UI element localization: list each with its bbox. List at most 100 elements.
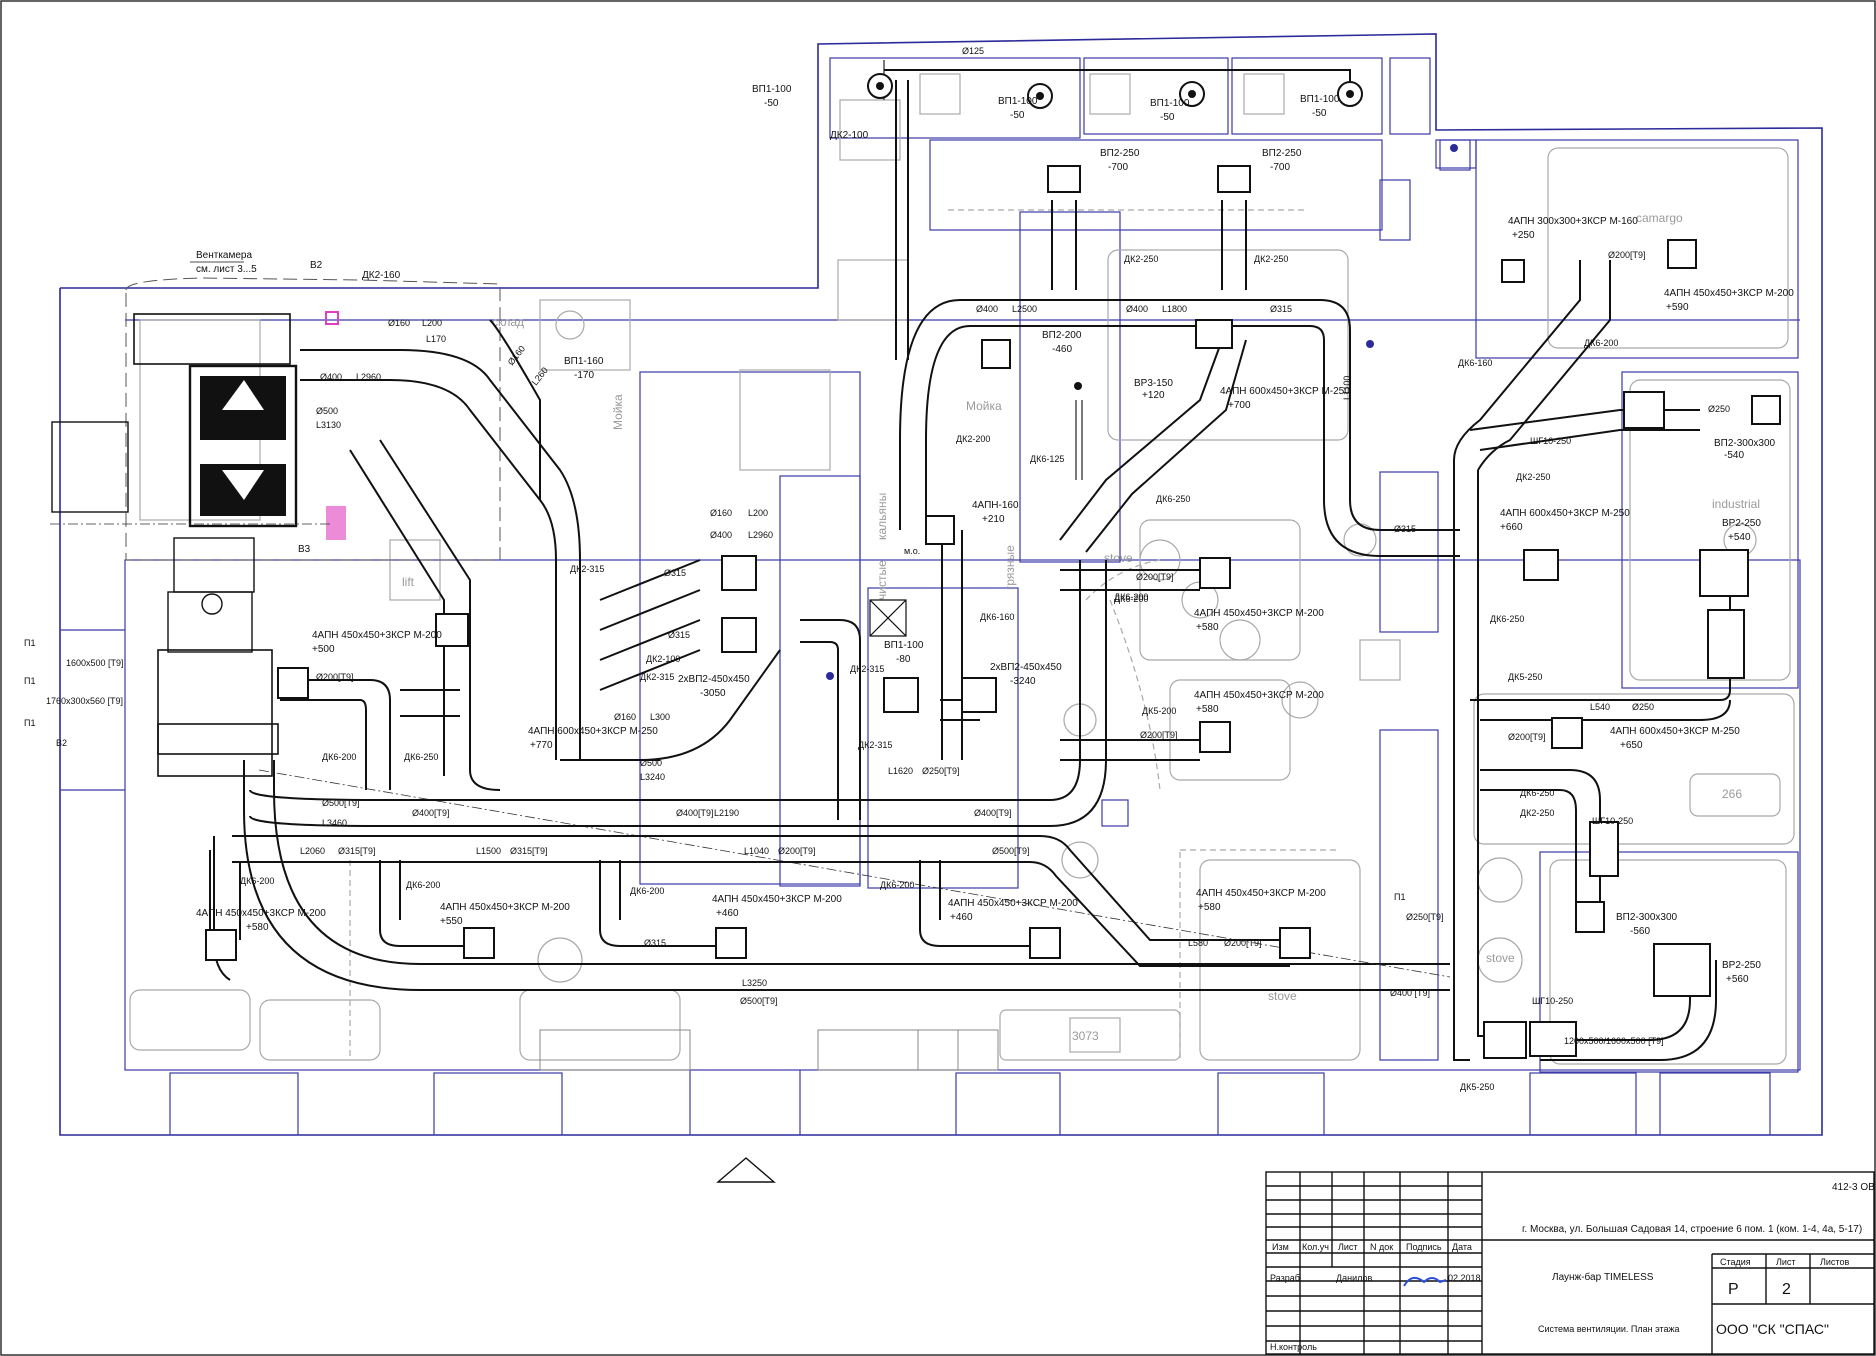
tb-header-data: Дата bbox=[1452, 1242, 1472, 1252]
duct-label: L1500 bbox=[476, 846, 501, 856]
project-name: Лаунж-бар TIMELESS bbox=[1552, 1271, 1654, 1283]
duct-label: L300 bbox=[650, 712, 670, 722]
duct-label: Ø250 bbox=[1708, 404, 1730, 414]
duct-label: ДК2-315 bbox=[570, 564, 604, 574]
equipment-value: -700 bbox=[1108, 162, 1128, 173]
equipment-value: +460 bbox=[950, 912, 973, 923]
room-label: Мойка bbox=[611, 394, 625, 430]
equipment-value: -560 bbox=[1630, 926, 1650, 937]
duct-label: ДК2-250 bbox=[1254, 254, 1288, 264]
equipment-tag: 4АПН 450х450+3КСР М-200 bbox=[948, 898, 1078, 909]
equipment-tag: ВП1-100 bbox=[998, 96, 1038, 107]
equipment-value: +460 bbox=[716, 908, 739, 919]
duct-label: ДК6-125 bbox=[1030, 454, 1064, 464]
duct-label: L580 bbox=[1188, 938, 1208, 948]
duct-label: Ø400 bbox=[320, 372, 342, 382]
duct-label: Ø500[Т9] bbox=[992, 846, 1030, 856]
duct-labels: Ø125 Ø160 L200 L170 Ø160 L260 Ø400 L2960… bbox=[24, 46, 1730, 1092]
duct-label: ДК6-250 bbox=[1490, 614, 1524, 624]
duct-label: L3240 bbox=[640, 772, 665, 782]
equipment-value: -170 bbox=[574, 370, 594, 381]
tb-date: 02.2018 bbox=[1448, 1273, 1481, 1283]
duct-label: L2960 bbox=[356, 372, 381, 382]
duct-label: В2 bbox=[56, 738, 67, 748]
equipment-value: -50 bbox=[1312, 108, 1327, 119]
room-label: грязные bbox=[1003, 545, 1017, 590]
duct-label: ДК2-315 bbox=[850, 664, 884, 674]
duct-label: Ø400 bbox=[1126, 304, 1148, 314]
duct-label: ДК6-250 bbox=[1520, 788, 1554, 798]
title-block: 412-3 ОВ г. Москва, ул. Большая Садовая … bbox=[1265, 1171, 1875, 1355]
tb-stage-label: Стадия bbox=[1720, 1257, 1751, 1267]
equipment-value: +580 bbox=[1196, 704, 1219, 715]
duct-label: Ø315[Т9] bbox=[510, 846, 548, 856]
equipment-value: -50 bbox=[1010, 110, 1025, 121]
equipment-value: +770 bbox=[530, 740, 553, 751]
duct-label: ДК2-315 bbox=[640, 672, 674, 682]
room-label: склад bbox=[492, 315, 524, 329]
duct-label: ДК6-200 bbox=[880, 880, 914, 890]
duct-label: ДК2-100 bbox=[646, 654, 680, 664]
duct-label: L2190 bbox=[714, 808, 739, 818]
tb-header-koluch: Кол.уч bbox=[1302, 1242, 1329, 1252]
duct-label: L260 bbox=[530, 365, 550, 387]
orientation-marker bbox=[716, 1157, 776, 1183]
equipment-tag: 2хВП2-450х450 bbox=[678, 674, 750, 685]
equipment-value: -700 bbox=[1270, 162, 1290, 173]
tb-dev-name: Данилов bbox=[1336, 1273, 1372, 1283]
equipment-tag: ДК2-100 bbox=[830, 130, 869, 141]
duct-label: Ø200[Т9] bbox=[1140, 730, 1178, 740]
equipment-value: +210 bbox=[982, 514, 1005, 525]
equipment-value: +120 bbox=[1142, 390, 1165, 401]
duct-label: L540 bbox=[1590, 702, 1610, 712]
duct-label: L1800 bbox=[1162, 304, 1187, 314]
duct-label: Ø315 bbox=[1270, 304, 1292, 314]
duct-label: 1200х500/1600х500 [Т9] bbox=[1564, 1036, 1664, 1046]
equipment-tag: 4АПН 600х450+3КСР М-250 bbox=[1500, 508, 1630, 519]
equipment-value: +660 bbox=[1500, 522, 1523, 533]
duct-label: Ø160 bbox=[388, 318, 410, 328]
duct-label: L200 bbox=[422, 318, 442, 328]
equipment-value: +550 bbox=[440, 916, 463, 927]
tb-stage: Р bbox=[1728, 1281, 1739, 1298]
room-label: 3073 bbox=[1072, 1029, 1099, 1043]
duct-label: L200 bbox=[748, 508, 768, 518]
equipment-tag: ВП2-200 bbox=[1042, 330, 1082, 341]
equipment-value: -540 bbox=[1724, 450, 1744, 461]
duct-label: Ø500 bbox=[640, 758, 662, 768]
tb-sheets-label: Листов bbox=[1820, 1257, 1849, 1267]
duct-label: Ø500 bbox=[316, 406, 338, 416]
equipment-tag: 4АПН 600х450+3КСР М-250 bbox=[1220, 386, 1350, 397]
equipment-tag: ВП2-250 bbox=[1262, 148, 1302, 159]
duct-label: Ø200[Т9] bbox=[1224, 938, 1262, 948]
duct-label: Ø400 [Т9] bbox=[1390, 988, 1430, 998]
tb-header-podpis: Подпись bbox=[1406, 1242, 1442, 1252]
duct-label: L3250 bbox=[742, 978, 767, 988]
duct-label: ДК2-250 bbox=[1516, 472, 1550, 482]
duct-label: ДК6-160 bbox=[980, 612, 1014, 622]
damper-tag: В3 bbox=[298, 544, 311, 555]
duct-label: Ø500[Т9] bbox=[740, 996, 778, 1006]
equipment-value: +580 bbox=[246, 922, 269, 933]
equipment-value: -50 bbox=[764, 98, 779, 109]
equipment-tag: 4АПН 450х450+3КСР М-200 bbox=[1194, 608, 1324, 619]
duct-label: ДК6-200 bbox=[406, 880, 440, 890]
duct-label: ДК6-250 bbox=[1156, 494, 1190, 504]
duct-label: Ø250[Т9] bbox=[922, 766, 960, 776]
duct-label: П1 bbox=[24, 718, 35, 728]
room-label: stove bbox=[1268, 989, 1297, 1003]
equipment-value: +580 bbox=[1198, 902, 1221, 913]
duct-label: ДК5-250 bbox=[1460, 1082, 1494, 1092]
duct-network bbox=[209, 60, 1731, 1061]
duct-label: ДК5-200 bbox=[1142, 706, 1176, 716]
address: г. Москва, ул. Большая Садовая 14, строе… bbox=[1522, 1224, 1862, 1235]
duct-label: Ø160 bbox=[710, 508, 732, 518]
drawing-title: Система вентиляции. План этажа bbox=[1538, 1324, 1680, 1334]
duct-label: L1620 bbox=[888, 766, 913, 776]
duct-label: Ø160 bbox=[614, 712, 636, 722]
damper-tag: В2 bbox=[310, 260, 323, 271]
equipment-value: -3240 bbox=[1010, 676, 1036, 687]
duct-label: ДК6-200 bbox=[240, 876, 274, 886]
